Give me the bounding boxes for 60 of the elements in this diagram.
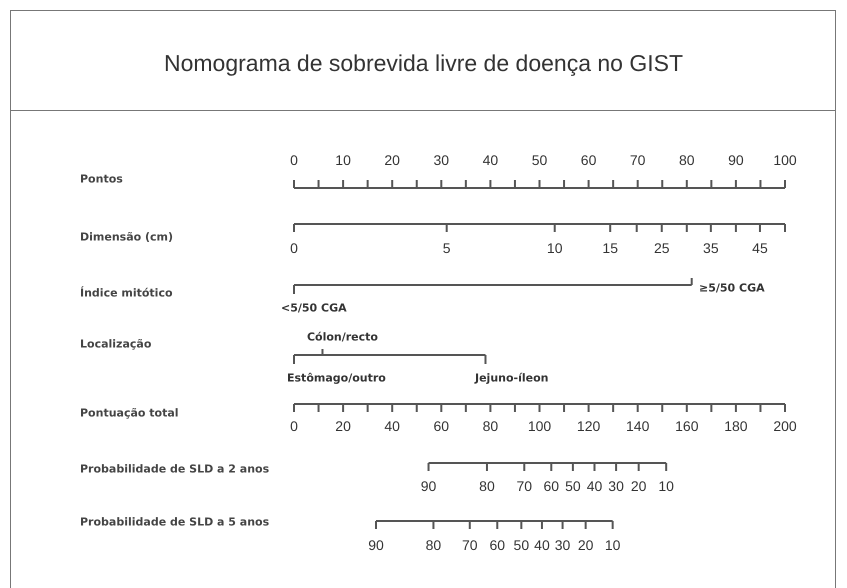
tick-label: 70: [462, 538, 478, 552]
tick-label: 15: [602, 241, 618, 255]
tick-label: 70: [630, 153, 646, 167]
category-label: Estômago/outro: [287, 372, 386, 384]
axis-title: Dimensão (cm): [80, 232, 174, 242]
tick-label: 35: [703, 241, 719, 255]
tick-label: 90: [728, 153, 744, 167]
tick-label: 80: [479, 479, 495, 493]
tick-label: 50: [514, 538, 530, 552]
tick-label: 60: [544, 479, 560, 493]
tick-label: 60: [489, 538, 506, 552]
tick-label: 10: [335, 153, 351, 167]
tick-label: 30: [608, 479, 624, 493]
tick-label: 10: [546, 241, 562, 255]
tick-label: 80: [426, 538, 442, 552]
tick-label: 120: [576, 419, 600, 433]
category-label: <5/50 CGA: [281, 302, 347, 314]
tick-label: 60: [434, 419, 450, 433]
axis-title: Pontuação total: [80, 408, 179, 418]
tick-label: 20: [335, 419, 351, 433]
tick-label: 20: [384, 153, 400, 167]
tick-label: 10: [658, 479, 674, 493]
tick-label: 20: [630, 479, 646, 493]
axis-title: Probabilidade de SLD a 5 anos: [80, 516, 270, 528]
tick-label: 50: [565, 479, 581, 493]
tick-label: 0: [290, 153, 298, 167]
tick-label: 50: [532, 153, 548, 167]
tick-label: 20: [578, 538, 594, 552]
tick-label: 200: [773, 419, 797, 433]
tick-label: 100: [773, 153, 797, 167]
tick-label: 0: [290, 419, 298, 433]
tick-label: 60: [580, 153, 596, 167]
tick-label: 40: [384, 419, 400, 433]
tick-label: 90: [420, 479, 436, 493]
category-label: Jejuno-íleon: [475, 372, 548, 384]
tick-label: 25: [654, 241, 670, 255]
tick-label: 5: [442, 241, 451, 255]
axis-title: Índice mitótico: [80, 288, 173, 298]
axis-title: Pontos: [80, 174, 123, 184]
tick-label: 100: [528, 419, 552, 433]
tick-label: 45: [752, 241, 768, 255]
diagram-title: Nomograma de sobrevida livre de doença no GIST: [162, 50, 684, 77]
tick-label: 30: [434, 153, 450, 167]
tick-label: 40: [586, 479, 602, 493]
tick-label: 30: [554, 538, 570, 552]
category-label: ≥5/50 CGA: [699, 282, 765, 294]
tick-label: 10: [604, 538, 620, 552]
tick-label: 160: [675, 419, 698, 433]
tick-label: 80: [679, 153, 695, 167]
tick-label: 90: [368, 538, 384, 552]
category-label: Cólon/recto: [306, 332, 378, 342]
tick-label: 140: [626, 419, 650, 433]
tick-label: 40: [482, 153, 498, 167]
tick-label: 80: [482, 419, 498, 433]
tick-label: 70: [516, 479, 532, 493]
tick-label: 0: [290, 241, 298, 255]
tick-label: 180: [724, 419, 748, 433]
axis-title: Probabilidade de SLD a 2 anos: [80, 464, 270, 474]
tick-label: 40: [534, 538, 550, 552]
axis-title: Localização: [80, 338, 152, 350]
